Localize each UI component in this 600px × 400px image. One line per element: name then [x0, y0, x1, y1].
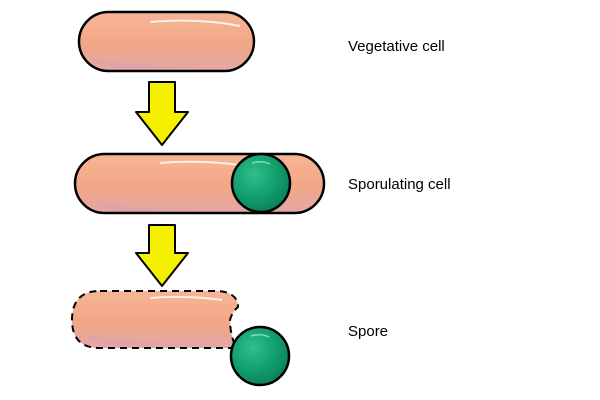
endospore	[230, 152, 292, 214]
sporulating-cell	[73, 152, 326, 215]
label-spore: Spore	[348, 323, 388, 340]
label-sporulating-cell: Sporulating cell	[348, 176, 451, 193]
down-arrow-icon	[135, 224, 189, 287]
lysed-mother-cell	[70, 290, 240, 349]
down-arrow-icon	[135, 81, 189, 146]
label-vegetative-cell: Vegetative cell	[348, 38, 445, 55]
spore	[229, 325, 291, 387]
vegetative-cell	[77, 10, 256, 73]
